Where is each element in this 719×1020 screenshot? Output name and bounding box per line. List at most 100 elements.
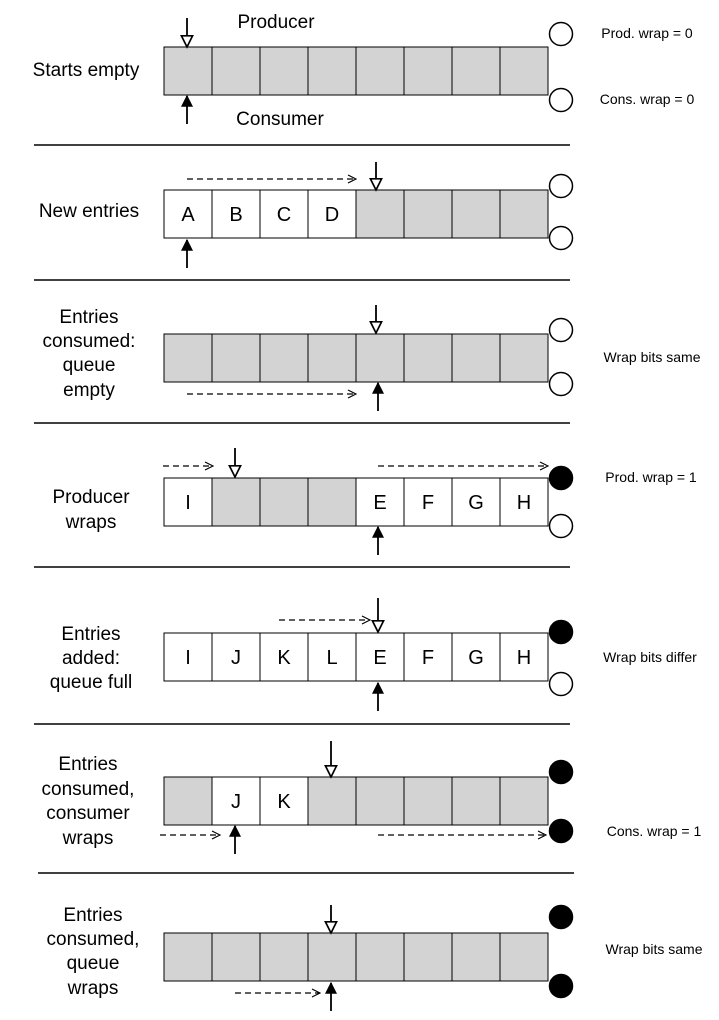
queue-slot-empty bbox=[163, 46, 213, 96]
queue-slot-empty bbox=[355, 46, 405, 96]
queue-slot-empty bbox=[163, 932, 213, 982]
row-label-line: queue bbox=[63, 355, 116, 376]
wrap-note: Wrap bits same bbox=[604, 349, 701, 365]
row-label-line: New entries bbox=[39, 201, 139, 222]
queue-slot-empty bbox=[259, 333, 309, 383]
consumer-wrap-bit bbox=[548, 87, 574, 113]
queue-slot-entry: L bbox=[326, 647, 337, 669]
consumer-wrap-bit bbox=[548, 371, 574, 397]
consumer-wrap-bit bbox=[548, 513, 574, 539]
producer-wrap-bit bbox=[548, 759, 574, 785]
queue-slot-filled bbox=[259, 189, 309, 239]
queue-slot-entry: E bbox=[373, 492, 386, 514]
queue-slot-empty bbox=[307, 46, 357, 96]
consumer-wrap-bit bbox=[548, 225, 574, 251]
producer-wrap-bit bbox=[548, 619, 574, 645]
queue-slot-entry: B bbox=[229, 204, 242, 226]
queue-slot-empty bbox=[259, 46, 309, 96]
row-label-line: Entries bbox=[58, 754, 117, 775]
queue-slot-filled bbox=[355, 477, 405, 527]
row-label-line: consumed, bbox=[42, 779, 135, 800]
queue-slot-filled bbox=[211, 632, 261, 682]
row-label-line: consumer bbox=[46, 803, 130, 824]
queue-slot-entry: F bbox=[422, 492, 434, 514]
queue-slot-entry: H bbox=[517, 647, 531, 669]
producer-wrap-bit bbox=[548, 904, 574, 930]
queue-slot-empty bbox=[307, 333, 357, 383]
queue-slot-entry: I bbox=[185, 492, 191, 514]
queue-slot-empty bbox=[355, 932, 405, 982]
queue-slot-entry: A bbox=[181, 204, 195, 226]
queue-slot-entry: D bbox=[325, 204, 339, 226]
queue-slot-empty bbox=[403, 932, 453, 982]
queue-slot-empty bbox=[355, 333, 405, 383]
wrap-note: Cons. wrap = 0 bbox=[600, 91, 695, 107]
row-label-line: Entries bbox=[61, 624, 120, 645]
slot-group: A B C D bbox=[163, 189, 549, 239]
queue-slot-empty bbox=[403, 46, 453, 96]
queue-slot-empty bbox=[499, 932, 549, 982]
queue-slot-filled bbox=[499, 632, 549, 682]
queue-slot-empty bbox=[403, 189, 453, 239]
queue-slot-empty bbox=[307, 477, 357, 527]
queue-slot-empty bbox=[451, 932, 501, 982]
row-label-line: Producer bbox=[52, 487, 130, 508]
wrap-note: Cons. wrap = 1 bbox=[607, 823, 702, 839]
queue-slot-filled bbox=[211, 776, 261, 826]
queue-slot-filled bbox=[451, 477, 501, 527]
queue-slot-filled bbox=[211, 189, 261, 239]
queue-slot-entry: J bbox=[231, 647, 241, 669]
wrap-note: Wrap bits same bbox=[606, 941, 703, 957]
producer-wrap-bit bbox=[548, 465, 574, 491]
row-label-line: consumed, bbox=[47, 929, 140, 950]
queue-slot-filled bbox=[259, 632, 309, 682]
consumer-wrap-bit bbox=[548, 973, 574, 999]
queue-slot-filled bbox=[403, 632, 453, 682]
row-new-entries: New entries A B C D bbox=[39, 162, 574, 268]
producer-wrap-bit bbox=[548, 173, 574, 199]
slot-group bbox=[163, 46, 549, 96]
producer-wrap-bit bbox=[548, 21, 574, 47]
queue-slot-empty bbox=[451, 189, 501, 239]
queue-slot-empty bbox=[451, 46, 501, 96]
row-queue-wraps: Entries consumed, queue wraps Wrap bits … bbox=[47, 904, 703, 1011]
row-label-line: added: bbox=[62, 648, 120, 669]
queue-slot-empty bbox=[211, 46, 261, 96]
queue-slot-entry: H bbox=[517, 492, 531, 514]
row-label-line: queue full bbox=[50, 672, 132, 693]
row-label-line: Entries bbox=[59, 307, 118, 328]
queue-slot-empty bbox=[355, 189, 405, 239]
consumer-wrap-bit bbox=[548, 818, 574, 844]
queue-slot-empty bbox=[451, 333, 501, 383]
consumer-wrap-bit bbox=[548, 671, 574, 697]
wrap-note: Wrap bits differ bbox=[603, 649, 697, 665]
wrap-note: Prod. wrap = 1 bbox=[605, 469, 697, 485]
queue-slot-empty bbox=[499, 189, 549, 239]
row-label-line: queue bbox=[67, 953, 120, 974]
queue-slot-filled bbox=[451, 632, 501, 682]
queue-slot-empty bbox=[499, 333, 549, 383]
queue-slot-filled bbox=[403, 477, 453, 527]
queue-slot-empty bbox=[355, 776, 405, 826]
queue-slot-entry: K bbox=[277, 791, 291, 813]
queue-slot-entry: I bbox=[185, 647, 191, 669]
consumer-label: Consumer bbox=[236, 109, 324, 130]
queue-slot-empty bbox=[163, 333, 213, 383]
queue-slot-empty bbox=[307, 776, 357, 826]
queue-slot-empty bbox=[403, 333, 453, 383]
queue-slot-entry: C bbox=[277, 204, 291, 226]
queue-slot-empty bbox=[307, 932, 357, 982]
row-label-line: consumed: bbox=[43, 331, 136, 352]
row-label-line: wraps bbox=[62, 828, 114, 849]
wrap-note: Prod. wrap = 0 bbox=[601, 25, 693, 41]
queue-slot-entry: J bbox=[231, 791, 241, 813]
queue-slot-empty bbox=[403, 776, 453, 826]
queue-slot-filled bbox=[259, 776, 309, 826]
queue-slot-empty bbox=[211, 932, 261, 982]
